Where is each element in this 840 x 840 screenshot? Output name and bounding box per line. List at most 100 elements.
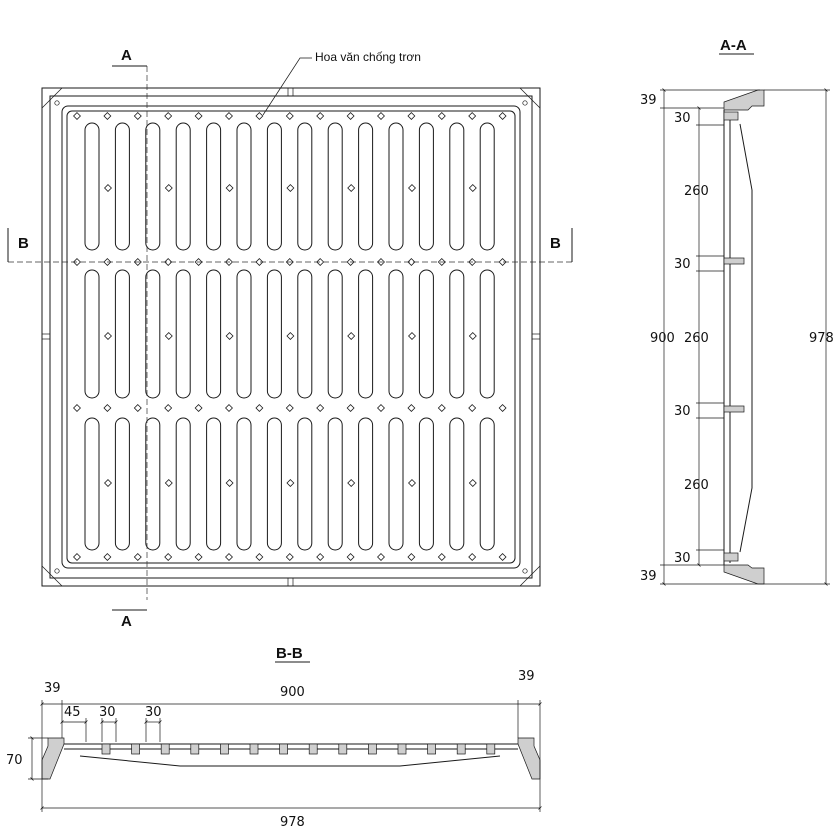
section-mark-b-right: B [550,235,561,252]
frame-outer [41,87,541,587]
anti-slip-diamond [73,112,81,120]
section-bb-title: B-B [276,645,303,662]
grating-slot [145,417,161,551]
aa-dim-bottom: 39 [640,569,657,584]
grating-slot [206,122,222,251]
bb-dim-height: 70 [6,753,23,768]
aa-dim-30-4: 30 [674,551,691,566]
anti-slip-diamond [377,404,385,412]
section-aa-title: A-A [720,37,747,54]
bb-frame-right [517,737,541,780]
section-bb: B-B 39 39 900 45 [6,645,542,830]
bb-dim-right: 39 [518,669,535,684]
grating-plate-outer [61,105,521,569]
grating-slot [388,269,404,399]
bb-rib [279,743,288,755]
anti-slip-diamond [346,404,355,412]
grating-slot [449,122,465,251]
grating-slot [114,269,130,399]
anti-slip-diamond [194,112,203,120]
anti-slip-pattern [73,112,507,561]
bb-rib [190,743,200,755]
anti-slip-diamond [407,258,416,266]
anti-slip-diamond [468,479,477,487]
grating-slot [84,417,100,551]
anti-slip-diamond [347,184,356,192]
anti-slip-diamond [73,553,81,561]
anti-slip-diamond [468,184,477,192]
bb-rib [486,743,496,755]
anti-slip-diamond [225,332,234,340]
anti-slip-diamond [407,112,416,120]
grating-plate-inner [66,110,516,564]
bb-dim-30-b: 30 [145,705,162,720]
anti-slip-diamond [285,112,294,120]
grating-slot [418,122,434,251]
anti-slip-diamond [286,332,295,340]
grating-slot [206,417,222,551]
grating-slot [266,417,282,551]
anti-slip-diamond [225,553,233,561]
anti-slip-diamond [407,553,416,561]
grating-slot [114,417,130,551]
callout-anti-slip-label: Hoa văn chống trơn [315,50,421,64]
anti-slip-diamond [408,184,416,192]
grating-slot [327,417,343,551]
grating-slot [266,269,282,399]
aa-dim-outer: 978 [809,331,834,346]
anti-slip-diamond [346,112,355,120]
grating-slot [449,269,465,399]
aa-dim-top: 39 [640,93,657,108]
grating-slot [327,122,343,251]
anti-slip-diamond [104,184,112,192]
anti-slip-diamond [164,184,173,192]
bb-dim-45: 45 [64,705,81,720]
bb-rib [131,743,140,755]
anti-slip-diamond [377,112,385,120]
bb-ribs [101,743,496,755]
bb-dim-left: 39 [44,681,61,696]
grating-slot [175,269,191,399]
anti-slip-diamond [164,553,173,561]
grating-slot [206,269,222,399]
anti-slip-diamond [104,479,112,487]
anti-slip-diamond [437,112,446,120]
grating-slot [175,417,191,551]
aa-dim-inner: 900 [650,331,675,346]
anti-slip-diamond [164,479,173,487]
aa-extension-lines [660,89,830,585]
anti-slip-diamond [286,184,295,192]
grating-slot [418,417,434,551]
anti-slip-diamond [377,553,385,561]
grating-slot [297,122,313,251]
grating-slot [358,122,374,251]
anti-slip-diamond [164,332,173,340]
anti-slip-diamond [407,404,416,412]
bb-dim-outer: 978 [280,815,305,830]
grating-slot [236,269,252,399]
aa-frame-bottom [723,564,765,585]
bb-dimension-lines [30,702,542,810]
grating-slot [449,417,465,551]
anti-slip-diamond [437,553,446,561]
anti-slip-diamond [347,332,356,340]
bb-rib [249,743,259,755]
anti-slip-diamond [255,258,264,266]
anti-slip-diamond [225,404,233,412]
bb-rib [220,743,229,755]
anti-slip-diamond [164,258,173,266]
grating-slot [327,269,343,399]
anti-slip-diamond [286,479,295,487]
grating-slot [479,269,495,399]
bb-frame-left [41,737,65,780]
anti-slip-diamond [498,404,507,412]
grating-slot [418,269,434,399]
grating-slot [236,417,252,551]
anti-slip-diamond [225,112,233,120]
anti-slip-diamond [285,404,294,412]
aa-dimension-lines [662,88,828,586]
aa-dim-30-3: 30 [674,404,691,419]
grating-slot [297,417,313,551]
aa-dim-260-3: 260 [684,478,709,493]
